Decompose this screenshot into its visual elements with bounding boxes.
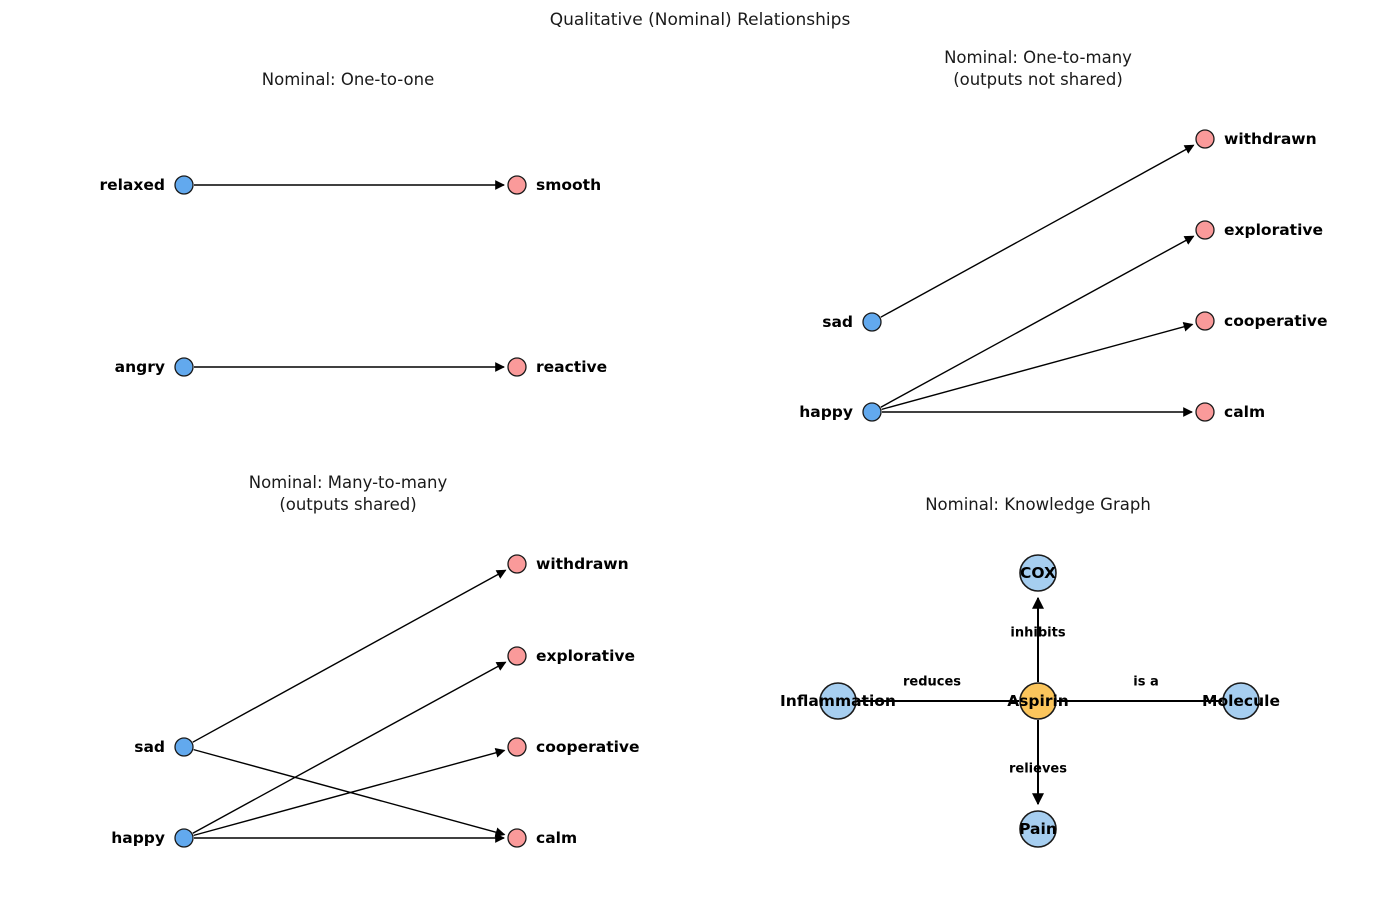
edge-label-aspirin-inflammation: reduces	[902, 674, 962, 690]
edge-happy-to-explorative	[880, 235, 1195, 408]
edge-sad2-to-calm2	[193, 748, 506, 837]
node-label-pain: Pain	[1019, 820, 1057, 838]
node-calm[interactable]	[1195, 402, 1215, 422]
node-happy[interactable]	[862, 402, 882, 422]
node-sad2[interactable]	[174, 737, 194, 757]
node-withdrawn2[interactable]	[507, 554, 527, 574]
node-label-sad: sad	[822, 313, 853, 331]
node-label-reactive: reactive	[536, 358, 608, 376]
node-label-cooperative2: cooperative	[536, 738, 640, 756]
node-happy2[interactable]	[174, 828, 194, 848]
node-label-aspirin: Aspirin	[1007, 692, 1069, 710]
node-label-angry: angry	[114, 358, 165, 376]
edge-label-aspirin-cox: inhibits	[1010, 625, 1066, 641]
node-explorative[interactable]	[1195, 220, 1215, 240]
node-reactive[interactable]	[507, 357, 527, 377]
edge-label-aspirin-pain: relieves	[1009, 761, 1067, 777]
node-calm2[interactable]	[507, 828, 527, 848]
node-label-explorative2: explorative	[536, 647, 636, 665]
node-smooth[interactable]	[507, 175, 527, 195]
node-label-withdrawn: withdrawn	[1224, 130, 1317, 148]
edge-sad-to-withdrawn	[880, 144, 1195, 318]
node-label-calm: calm	[1224, 403, 1266, 421]
node-sad[interactable]	[862, 312, 882, 332]
node-cooperative2[interactable]	[507, 737, 527, 757]
node-label-inflammation: Inflammation	[780, 692, 896, 710]
node-label-explorative: explorative	[1224, 221, 1324, 239]
node-relaxed[interactable]	[174, 175, 194, 195]
node-cooperative[interactable]	[1195, 311, 1215, 331]
edge-sad2-to-withdrawn2	[192, 569, 507, 743]
node-angry[interactable]	[174, 357, 194, 377]
edge-happy2-to-explorative2	[192, 661, 507, 834]
panel-title-one-to-one: Nominal: One-to-one	[261, 70, 435, 89]
node-label-molecule: Molecule	[1202, 692, 1280, 710]
panel-title-many-to-many: Nominal: Many-to-many (outputs shared)	[248, 473, 448, 515]
node-label-happy2: happy	[111, 829, 165, 847]
node-label-smooth: smooth	[536, 176, 602, 194]
node-label-cox: COX	[1020, 564, 1056, 582]
edge-label-aspirin-molecule: is a	[1133, 674, 1159, 690]
node-label-cooperative: cooperative	[1224, 312, 1328, 330]
figure-suptitle: Qualitative (Nominal) Relationships	[549, 10, 851, 30]
node-withdrawn[interactable]	[1195, 129, 1215, 149]
node-label-relaxed: relaxed	[99, 176, 165, 194]
node-label-withdrawn2: withdrawn	[536, 555, 629, 573]
node-explorative2[interactable]	[507, 646, 527, 666]
node-label-calm2: calm	[536, 829, 578, 847]
edge-happy-to-cooperative	[881, 322, 1194, 411]
edge-happy2-to-cooperative2	[193, 748, 506, 837]
panel-title-knowledge-graph: Nominal: Knowledge Graph	[925, 495, 1151, 514]
node-label-sad2: sad	[134, 738, 165, 756]
node-label-happy: happy	[799, 403, 853, 421]
panel-title-one-to-many: Nominal: One-to-many (outputs not shared…	[944, 48, 1132, 90]
